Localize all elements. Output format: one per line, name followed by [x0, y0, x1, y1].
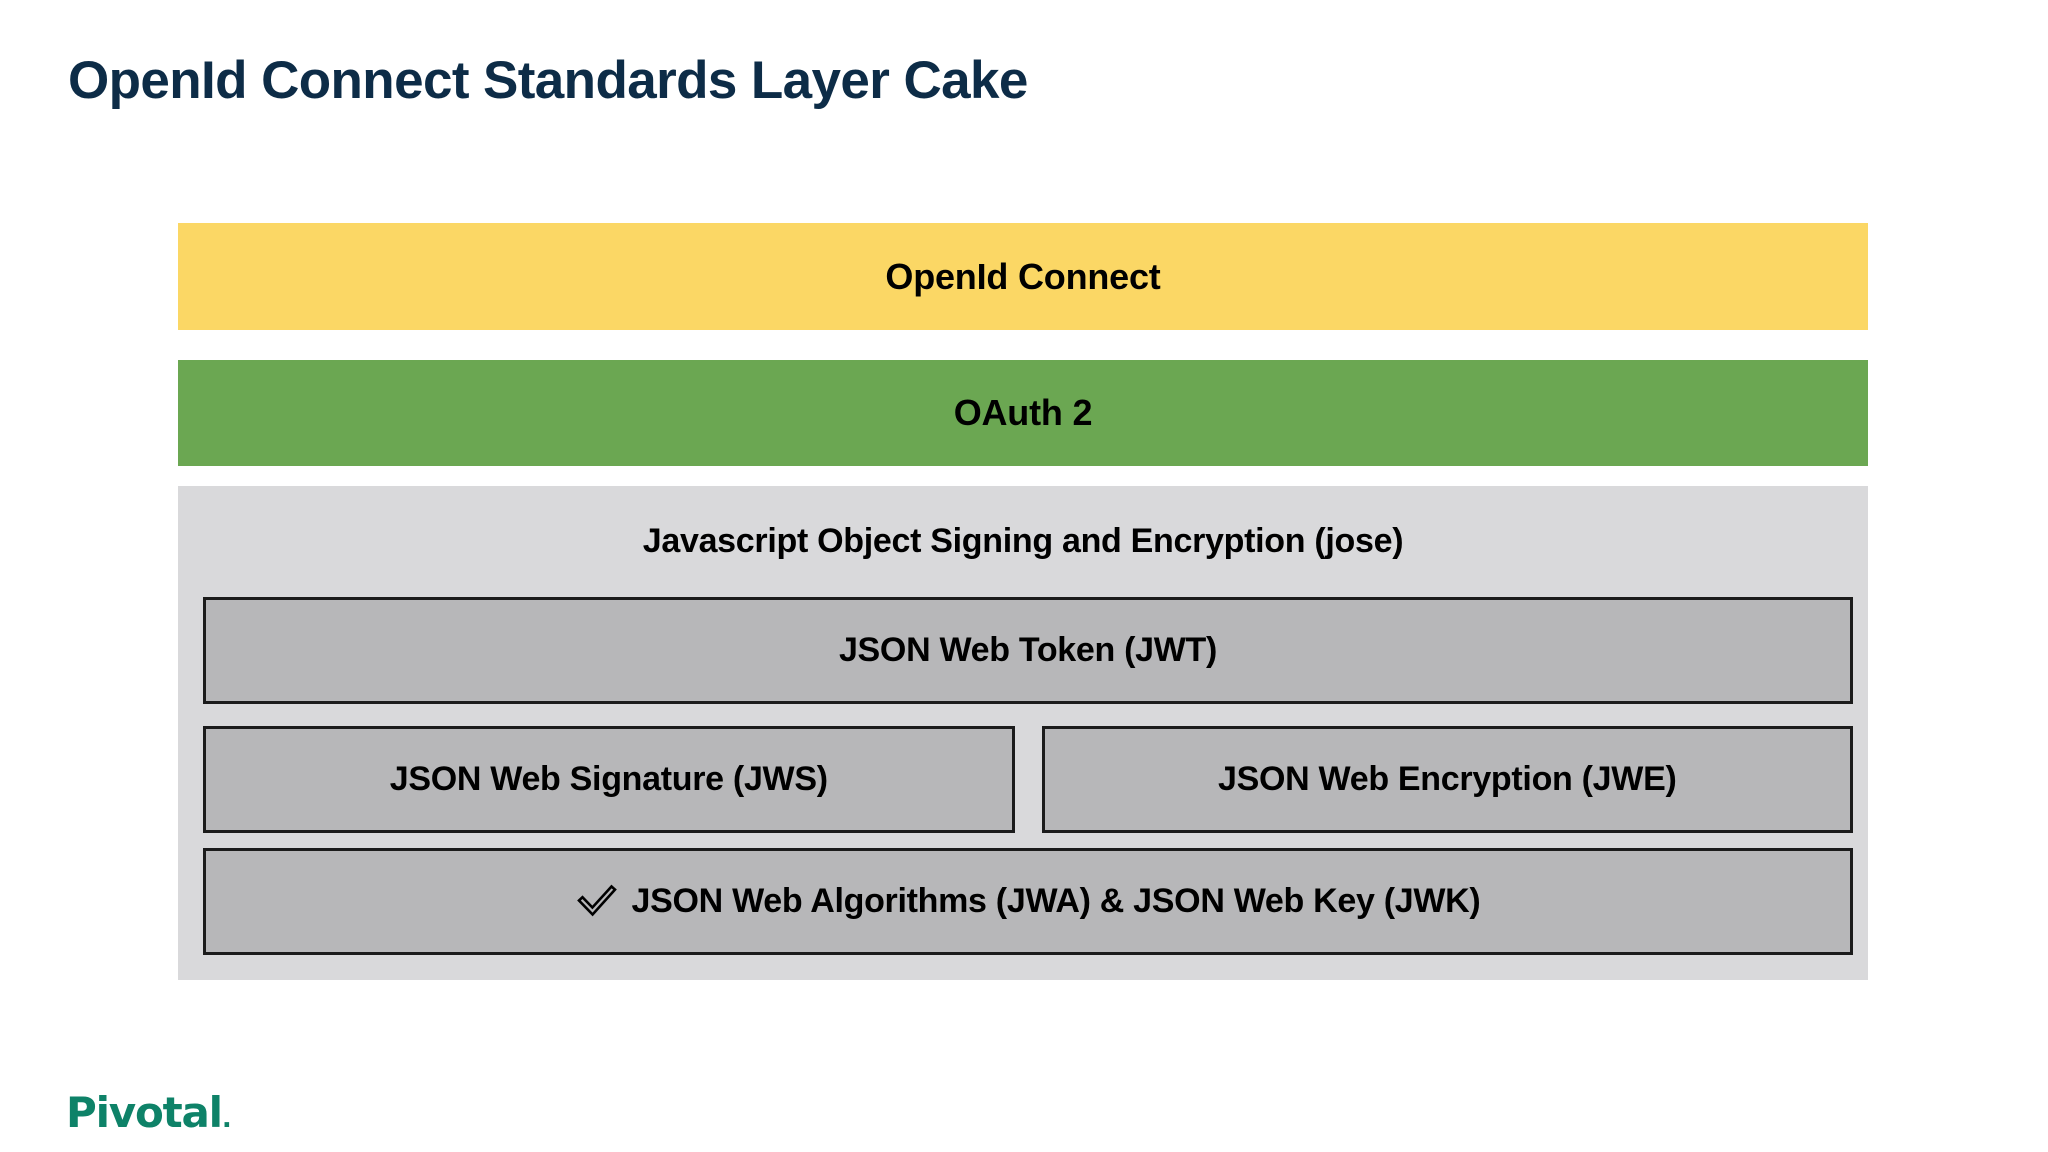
layer-openid-connect: OpenId Connect	[178, 223, 1868, 330]
layer-gap-1	[178, 330, 1868, 360]
box-jwt-label: JSON Web Token (JWT)	[838, 631, 1218, 669]
page-title: OpenId Connect Standards Layer Cake	[68, 51, 1028, 110]
box-jwa-jwk: JSON Web Algorithms (JWA) & JSON Web Key…	[203, 848, 1853, 955]
box-jwe-label: JSON Web Encryption (JWE)	[1218, 760, 1677, 798]
layer-jose: Javascript Object Signing and Encryption…	[178, 486, 1868, 980]
check-outline-icon	[576, 881, 618, 923]
jose-children-group: JSON Web Token (JWT) JSON Web Signature …	[203, 597, 1853, 955]
layer-gap-2	[178, 466, 1868, 486]
box-jwt: JSON Web Token (JWT)	[203, 597, 1853, 704]
box-jwa-jwk-label: JSON Web Algorithms (JWA) & JSON Web Key…	[631, 882, 1481, 920]
layer-cake-diagram: OpenId Connect OAuth 2 Javascript Object…	[178, 223, 1868, 980]
pivotal-logo-text: Pivotal	[66, 1088, 223, 1137]
box-jws: JSON Web Signature (JWS)	[203, 726, 1015, 833]
jws-jwe-row: JSON Web Signature (JWS) JSON Web Encryp…	[203, 726, 1853, 833]
layer-oauth2: OAuth 2	[178, 360, 1868, 466]
box-jws-label: JSON Web Signature (JWS)	[389, 760, 828, 798]
box-jwe: JSON Web Encryption (JWE)	[1041, 726, 1853, 833]
box-jwa-jwk-content: JSON Web Algorithms (JWA) & JSON Web Key…	[576, 881, 1481, 923]
layer-oauth2-label: OAuth 2	[953, 392, 1093, 433]
layer-jose-label: Javascript Object Signing and Encryption…	[642, 522, 1404, 560]
pivotal-logo: Pivotal.	[66, 1088, 232, 1137]
layer-openid-connect-label: OpenId Connect	[885, 255, 1161, 297]
pivotal-logo-dot: .	[221, 1104, 232, 1134]
